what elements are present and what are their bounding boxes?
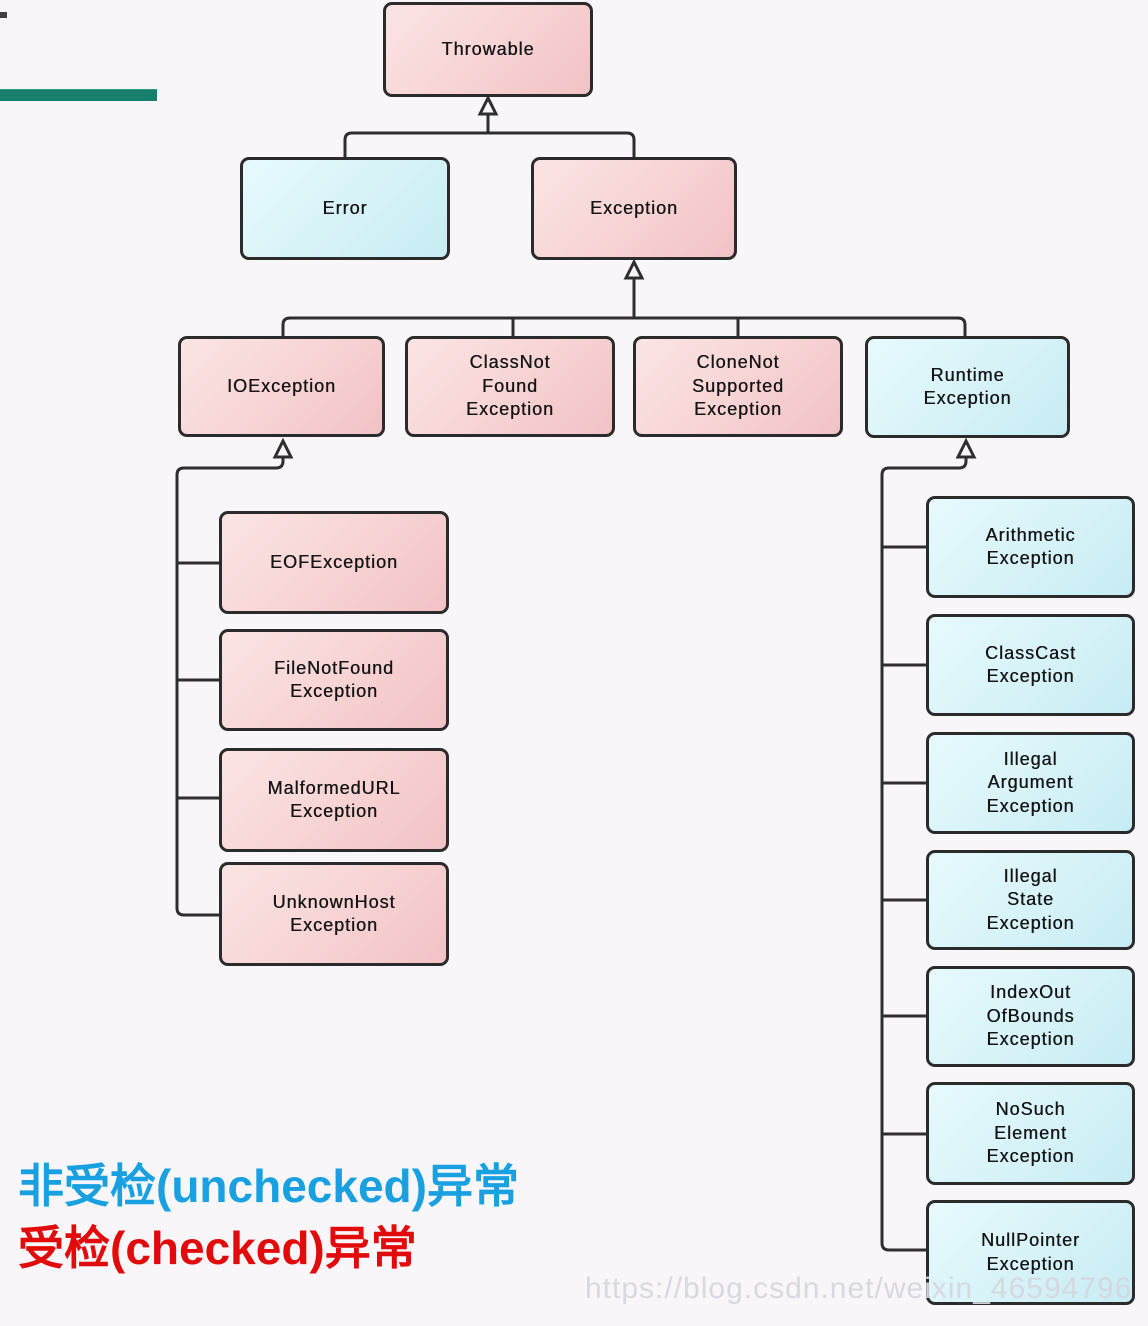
- node-class-not-found-label: ClassNot Found Exception: [465, 352, 555, 420]
- node-illegal-state-label: Illegal State Exception: [986, 865, 1075, 933]
- connector-exception-children: [281, 278, 967, 337]
- arrowhead-throwable: [477, 94, 499, 116]
- node-io-exception-label: IOException: [226, 375, 337, 396]
- node-io-exception: IOException: [178, 336, 385, 437]
- teal-accent-bar: [0, 89, 157, 101]
- node-unknown-host-label: UnknownHost Exception: [272, 891, 396, 935]
- node-no-such-element-label: NoSuch Element Exception: [986, 1099, 1075, 1167]
- checked-annotation: 受检(checked)异常: [18, 1222, 417, 1274]
- node-class-cast-exception: ClassCast Exception: [926, 614, 1135, 716]
- node-illegal-state-exception: Illegal State Exception: [926, 850, 1135, 950]
- node-class-not-found-exception: ClassNot Found Exception: [405, 336, 615, 437]
- arrowhead-runtime: [955, 437, 977, 459]
- node-clone-not-supported-label: CloneNot Supported Exception: [691, 352, 785, 420]
- connector-ioexception-children: [175, 456, 285, 917]
- node-illegal-argument-label: Illegal Argument Exception: [986, 748, 1075, 816]
- node-error-label: Error: [322, 197, 368, 218]
- node-class-cast-label: ClassCast Exception: [984, 642, 1077, 686]
- node-throwable: Throwable: [383, 2, 593, 97]
- node-file-not-found-exception: FileNotFound Exception: [219, 629, 449, 731]
- node-eof-exception-label: EOFException: [269, 551, 399, 572]
- node-arithmetic-label: Arithmetic Exception: [985, 524, 1076, 568]
- arrowhead-exception: [623, 258, 645, 280]
- node-null-pointer-exception: NullPointer Exception: [926, 1200, 1135, 1305]
- node-runtime-exception: Runtime Exception: [865, 336, 1070, 438]
- node-no-such-element-exception: NoSuch Element Exception: [926, 1082, 1135, 1185]
- node-throwable-label: Throwable: [441, 38, 535, 59]
- node-file-not-found-label: FileNotFound Exception: [273, 657, 395, 701]
- watermark-url: https://blog.csdn.net/weixin_46594796: [585, 1272, 1133, 1305]
- node-error: Error: [240, 157, 450, 260]
- node-illegal-argument-exception: Illegal Argument Exception: [926, 732, 1135, 834]
- node-malformed-url-label: MalformedURL Exception: [267, 777, 401, 821]
- node-exception-label: Exception: [589, 197, 679, 218]
- connector-runtime-children: [880, 456, 968, 1252]
- node-index-out-of-bounds-exception: IndexOut OfBounds Exception: [926, 966, 1135, 1067]
- node-clone-not-supported-exception: CloneNot Supported Exception: [633, 336, 843, 437]
- unchecked-annotation: 非受检(unchecked)异常: [18, 1160, 519, 1212]
- corner-mark: [0, 12, 7, 18]
- node-exception: Exception: [531, 157, 737, 260]
- connector-throwable-children: [343, 113, 636, 158]
- node-null-pointer-label: NullPointer Exception: [980, 1230, 1081, 1274]
- node-arithmetic-exception: Arithmetic Exception: [926, 496, 1135, 598]
- node-malformed-url-exception: MalformedURL Exception: [219, 748, 449, 852]
- node-index-out-of-bounds-label: IndexOut OfBounds Exception: [986, 982, 1075, 1050]
- node-eof-exception: EOFException: [219, 511, 449, 614]
- node-unknown-host-exception: UnknownHost Exception: [219, 862, 449, 966]
- arrowhead-ioexception: [272, 437, 294, 459]
- node-runtime-exception-label: Runtime Exception: [923, 364, 1012, 408]
